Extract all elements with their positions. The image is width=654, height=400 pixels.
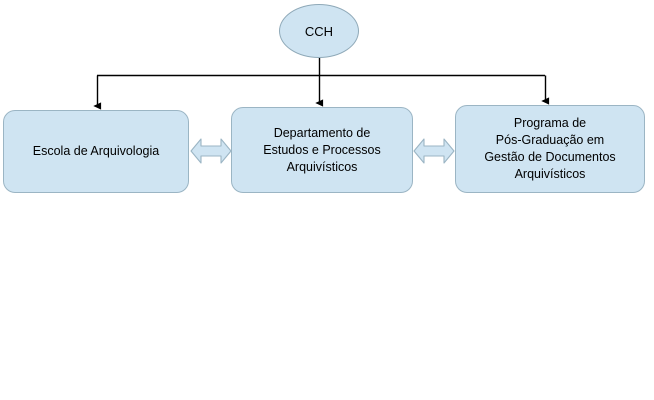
node-departamento-label: Departamento de Estudos e Processos Arqu… <box>263 125 381 174</box>
node-cch-label: CCH <box>304 23 334 39</box>
bidirectional-arrow-icon <box>190 138 232 164</box>
node-escola-de-arquivologia[interactable]: Escola de Arquivologia <box>3 110 189 193</box>
node-escola-label: Escola de Arquivologia <box>32 144 160 158</box>
node-cch[interactable]: CCH <box>279 4 359 58</box>
node-programa-label: Programa de Pós-Graduação em Gestão de D… <box>484 116 616 181</box>
node-programa-pos-graduacao[interactable]: Programa de Pós-Graduação em Gestão de D… <box>455 105 645 193</box>
node-departamento-estudos-processos[interactable]: Departamento de Estudos e Processos Arqu… <box>231 107 413 193</box>
bidirectional-arrow-icon <box>413 138 455 164</box>
